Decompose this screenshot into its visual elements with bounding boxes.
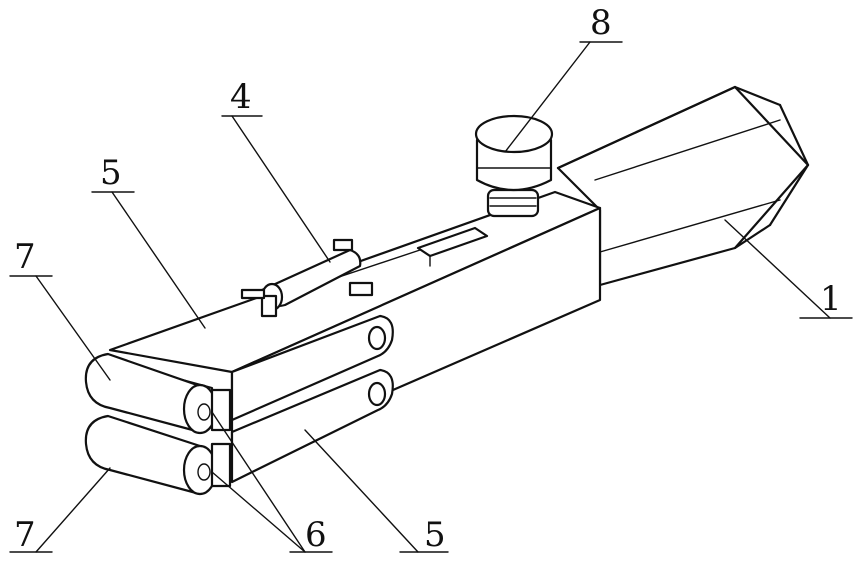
leader-5-top (112, 192, 205, 328)
upper-arm-hole (369, 327, 385, 349)
label-7-top: 7 (14, 237, 36, 277)
lower-arm-hole (369, 383, 385, 405)
leader-6b (212, 472, 305, 552)
label-7-bottom: 7 (14, 515, 36, 555)
upper-roller-bracket (212, 390, 230, 430)
lever-plate (242, 290, 264, 298)
label-5-bottom: 5 (424, 515, 446, 555)
leader-7-bottom (36, 468, 110, 552)
label-4: 4 (230, 77, 252, 117)
lever-stop (350, 283, 372, 295)
label-5-top: 5 (100, 153, 122, 193)
leader-4 (232, 116, 330, 262)
label-6: 6 (305, 515, 327, 555)
leader-7-top (36, 276, 110, 380)
knob-stem (488, 190, 538, 216)
leader-1 (725, 220, 830, 318)
knob-top (476, 116, 552, 152)
lever-tab (334, 240, 352, 250)
label-1: 1 (820, 279, 842, 319)
label-8: 8 (590, 3, 612, 43)
